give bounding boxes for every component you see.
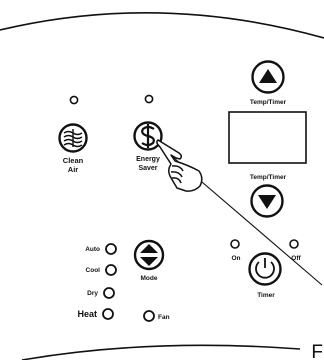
pointing-hand-icon bbox=[156, 139, 203, 192]
clean-air-indicator bbox=[69, 95, 79, 105]
mode-heat-label: Heat bbox=[77, 309, 97, 319]
panel-bottom-edge bbox=[21, 344, 301, 360]
clean-air-label-line2: Air bbox=[68, 165, 79, 174]
up-arrow-icon bbox=[259, 69, 277, 83]
timer-off-label: Off bbox=[291, 255, 301, 262]
energy-saver-label-line1: Energy bbox=[136, 156, 160, 163]
mode-auto-indicator bbox=[105, 243, 117, 255]
mode-fan-label: Fan bbox=[158, 314, 170, 321]
panel-top-edge bbox=[0, 12, 324, 39]
timer-on-label: On bbox=[231, 255, 240, 262]
mode-dry-indicator bbox=[103, 287, 115, 299]
mode-auto-label: Auto bbox=[85, 246, 100, 253]
timer-on-indicator bbox=[230, 239, 240, 249]
mode-fan-indicator bbox=[143, 310, 155, 322]
mode-heat-indicator bbox=[102, 308, 114, 320]
energy-saver-indicator bbox=[144, 94, 154, 104]
clean-air-button[interactable] bbox=[58, 123, 88, 153]
mode-cool-label: Cool bbox=[86, 267, 101, 274]
mode-button-label: Mode bbox=[141, 275, 158, 282]
temp-timer-down-button[interactable] bbox=[250, 184, 284, 218]
temp-timer-up-label: Temp/Timer bbox=[250, 99, 287, 106]
air-filter-icon bbox=[63, 129, 83, 148]
mode-button[interactable] bbox=[133, 239, 165, 271]
dollar-sign-icon bbox=[141, 124, 155, 148]
mode-cool-indicator bbox=[105, 264, 117, 276]
energy-saver-button[interactable] bbox=[133, 121, 163, 151]
power-timer-icon bbox=[255, 258, 275, 279]
down-arrow-icon bbox=[258, 195, 276, 209]
temp-timer-down-label: Temp/Timer bbox=[250, 174, 287, 181]
callout-letter: F bbox=[311, 342, 323, 360]
energy-saver-label-line2: Saver bbox=[138, 165, 157, 172]
up-down-arrows-icon bbox=[140, 244, 158, 266]
timer-off-indicator bbox=[289, 239, 299, 249]
timer-button[interactable] bbox=[248, 252, 282, 286]
clean-air-label-line1: Clean bbox=[63, 156, 84, 165]
temp-timer-up-button[interactable] bbox=[251, 60, 285, 94]
display-window bbox=[228, 111, 307, 164]
mode-dry-label: Dry bbox=[87, 290, 98, 297]
timer-button-label: Timer bbox=[257, 292, 275, 299]
